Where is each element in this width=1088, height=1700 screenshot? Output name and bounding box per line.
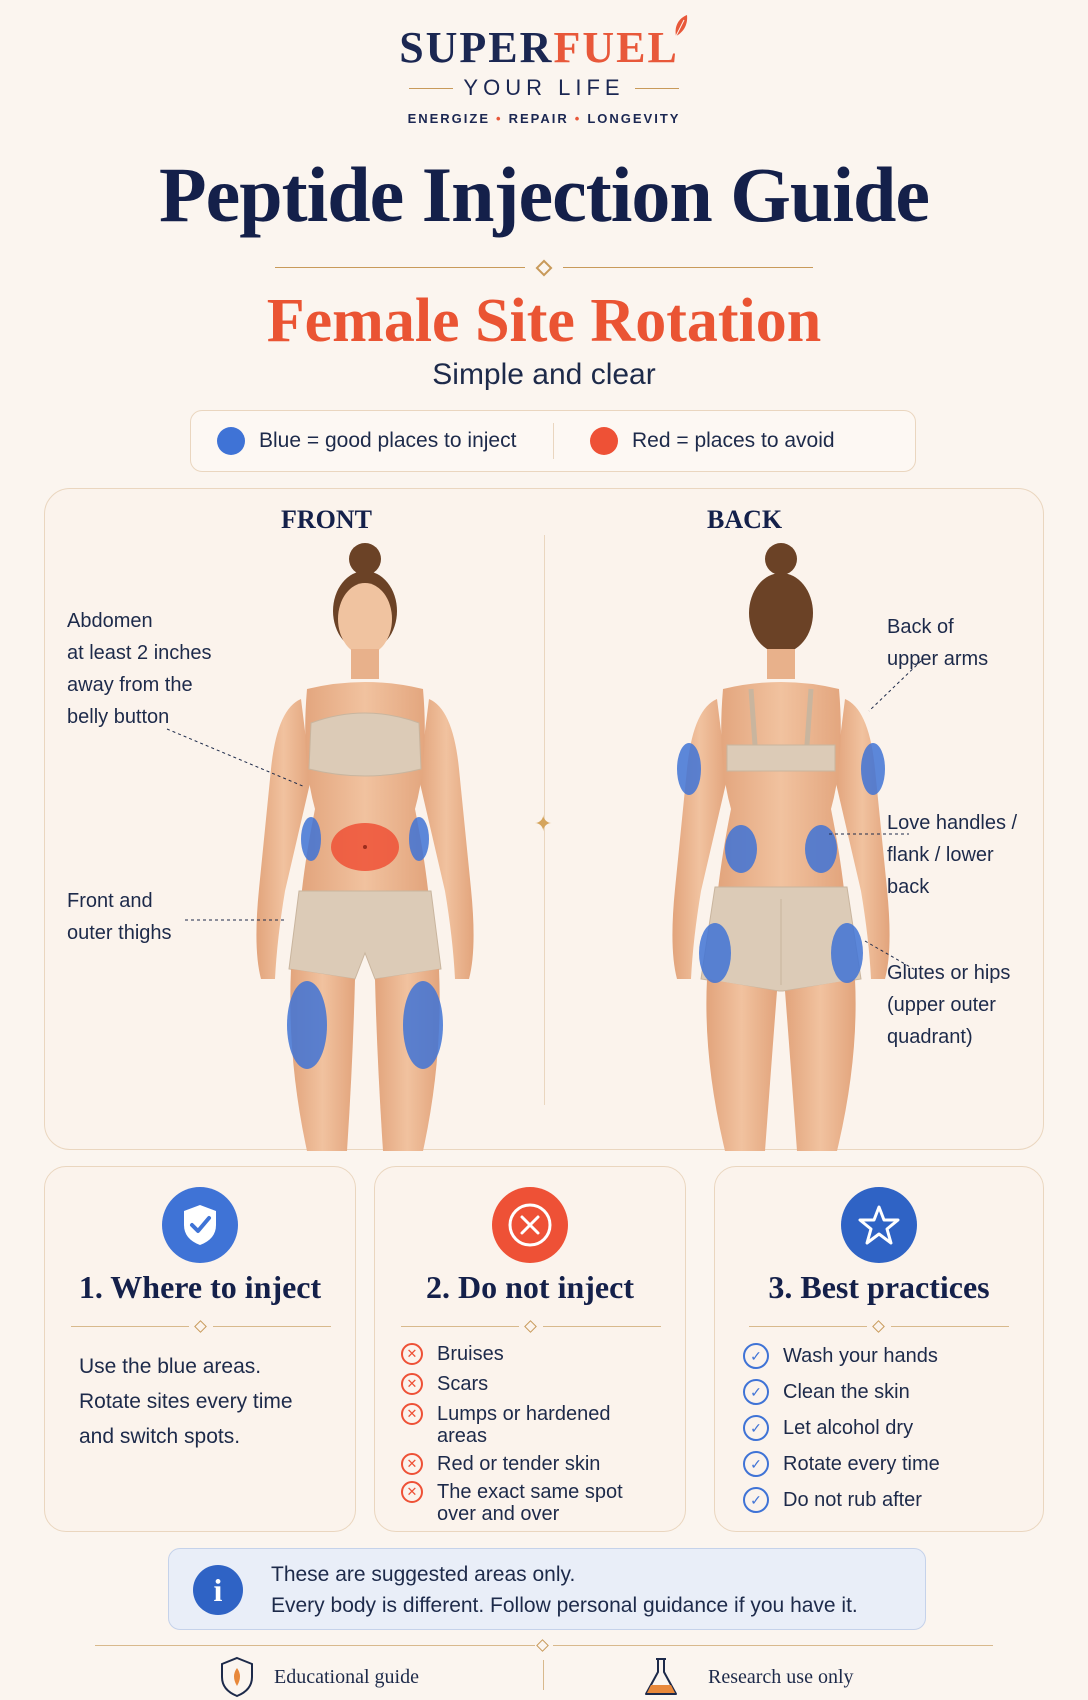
note-line-2: Every body is different. Follow personal… bbox=[271, 1594, 858, 1617]
check-icon: ✓ bbox=[743, 1451, 769, 1477]
card-title: 3. Best practices bbox=[768, 1269, 990, 1305]
title-divider bbox=[275, 259, 813, 277]
front-left-thigh-site bbox=[287, 981, 327, 1069]
footer-educational: Educational guide bbox=[218, 1656, 419, 1698]
back-title: BACK bbox=[707, 505, 783, 534]
footer-divider bbox=[95, 1639, 993, 1652]
x-icon: ✕ bbox=[401, 1453, 423, 1475]
shield-check-icon bbox=[162, 1187, 238, 1263]
practices-list: ✓Wash your hands ✓Clean the skin ✓Let al… bbox=[743, 1343, 1029, 1523]
check-icon: ✓ bbox=[743, 1415, 769, 1441]
brand-tagline: YOUR LIFE bbox=[0, 75, 1088, 101]
star-icon bbox=[841, 1187, 917, 1263]
color-legend: Blue = good places to inject Red = place… bbox=[190, 410, 916, 472]
thigh-label: Front and outer thighs bbox=[67, 890, 172, 944]
thigh-leader-line bbox=[185, 919, 285, 921]
brand-logo: SUPERFUEL YOUR LIFE ENERGIZE•REPAIR•LONG… bbox=[0, 15, 1088, 126]
flask-icon bbox=[645, 1658, 677, 1695]
x-icon: ✕ bbox=[401, 1373, 423, 1395]
back-body-figure bbox=[672, 543, 890, 1151]
list-item: ✓Do not rub after bbox=[743, 1487, 1029, 1523]
list-item: ✓Clean the skin bbox=[743, 1379, 1029, 1415]
x-icon: ✕ bbox=[401, 1403, 423, 1425]
x-circle-icon bbox=[492, 1187, 568, 1263]
footer-research: Research use only bbox=[642, 1656, 854, 1698]
brand-pillars: ENERGIZE•REPAIR•LONGEVITY bbox=[407, 111, 681, 126]
list-item: ✕Scars bbox=[401, 1373, 671, 1403]
front-right-flank-site bbox=[409, 817, 429, 861]
where-to-inject-card: 1. Where to inject Use the blue areas. R… bbox=[44, 1166, 356, 1532]
legend-avoid: Red = places to avoid bbox=[590, 427, 835, 455]
front-right-thigh-site bbox=[403, 981, 443, 1069]
disclaimer-note: i These are suggested areas only. Every … bbox=[168, 1548, 926, 1630]
page-title: Peptide Injection Guide bbox=[159, 151, 930, 238]
list-item: ✓Wash your hands bbox=[743, 1343, 1029, 1379]
glute-leader-line bbox=[864, 940, 918, 972]
card-title: 1. Where to inject bbox=[78, 1269, 322, 1305]
do-not-inject-card: 2. Do not inject ✕Bruises ✕Scars ✕Lumps … bbox=[374, 1166, 686, 1532]
blue-dot-icon bbox=[217, 427, 245, 455]
note-line-1: These are suggested areas only. bbox=[271, 1563, 576, 1586]
upper-arm-label: Back of upper arms bbox=[887, 616, 989, 670]
leaf-icon bbox=[675, 15, 687, 37]
front-title: FRONT bbox=[281, 505, 372, 534]
check-icon: ✓ bbox=[743, 1379, 769, 1405]
front-left-flank-site bbox=[301, 817, 321, 861]
where-to-inject-text: Use the blue areas. Rotate sites every t… bbox=[79, 1355, 293, 1448]
arm-leader-line bbox=[868, 660, 922, 712]
flank-leader-line bbox=[829, 833, 909, 835]
red-dot-icon bbox=[590, 427, 618, 455]
back-right-arm-site bbox=[861, 743, 885, 795]
glute-label: Glutes or hips (upper outer quadrant) bbox=[887, 962, 1011, 1048]
back-left-arm-site bbox=[677, 743, 701, 795]
card-title: 2. Do not inject bbox=[426, 1269, 634, 1305]
back-left-flank-site bbox=[725, 825, 757, 873]
list-item: ✓Let alcohol dry bbox=[743, 1415, 1029, 1451]
x-icon: ✕ bbox=[401, 1343, 423, 1365]
best-practices-card: 3. Best practices ✓Wash your hands ✓Clea… bbox=[714, 1166, 1044, 1532]
shield-icon bbox=[221, 1656, 253, 1698]
body-diagram-panel: FRONT BACK ✦ Abdomen bbox=[44, 488, 1044, 1151]
page-tagline: Simple and clear bbox=[432, 358, 656, 391]
back-right-glute-site bbox=[831, 923, 863, 983]
abdomen-label: Abdomen at least 2 inches away from the … bbox=[67, 610, 212, 728]
flank-label: Love handles / flank / lower back bbox=[887, 812, 1018, 898]
front-body-figure bbox=[256, 543, 474, 1151]
divider-star-icon: ✦ bbox=[534, 811, 553, 836]
abdomen-leader-line bbox=[166, 728, 306, 788]
page-subtitle: Female Site Rotation bbox=[266, 287, 822, 355]
list-item: ✕Bruises bbox=[401, 1343, 671, 1373]
legend-good: Blue = good places to inject bbox=[217, 427, 553, 455]
x-icon: ✕ bbox=[401, 1481, 423, 1503]
check-icon: ✓ bbox=[743, 1343, 769, 1369]
brand-name: SUPERFUEL bbox=[0, 15, 1088, 73]
back-right-flank-site bbox=[805, 825, 837, 873]
list-item: ✓Rotate every time bbox=[743, 1451, 1029, 1487]
check-icon: ✓ bbox=[743, 1487, 769, 1513]
info-icon: i bbox=[193, 1565, 243, 1615]
back-left-glute-site bbox=[699, 923, 731, 983]
list-item: ✕Red or tender skin bbox=[401, 1453, 671, 1481]
